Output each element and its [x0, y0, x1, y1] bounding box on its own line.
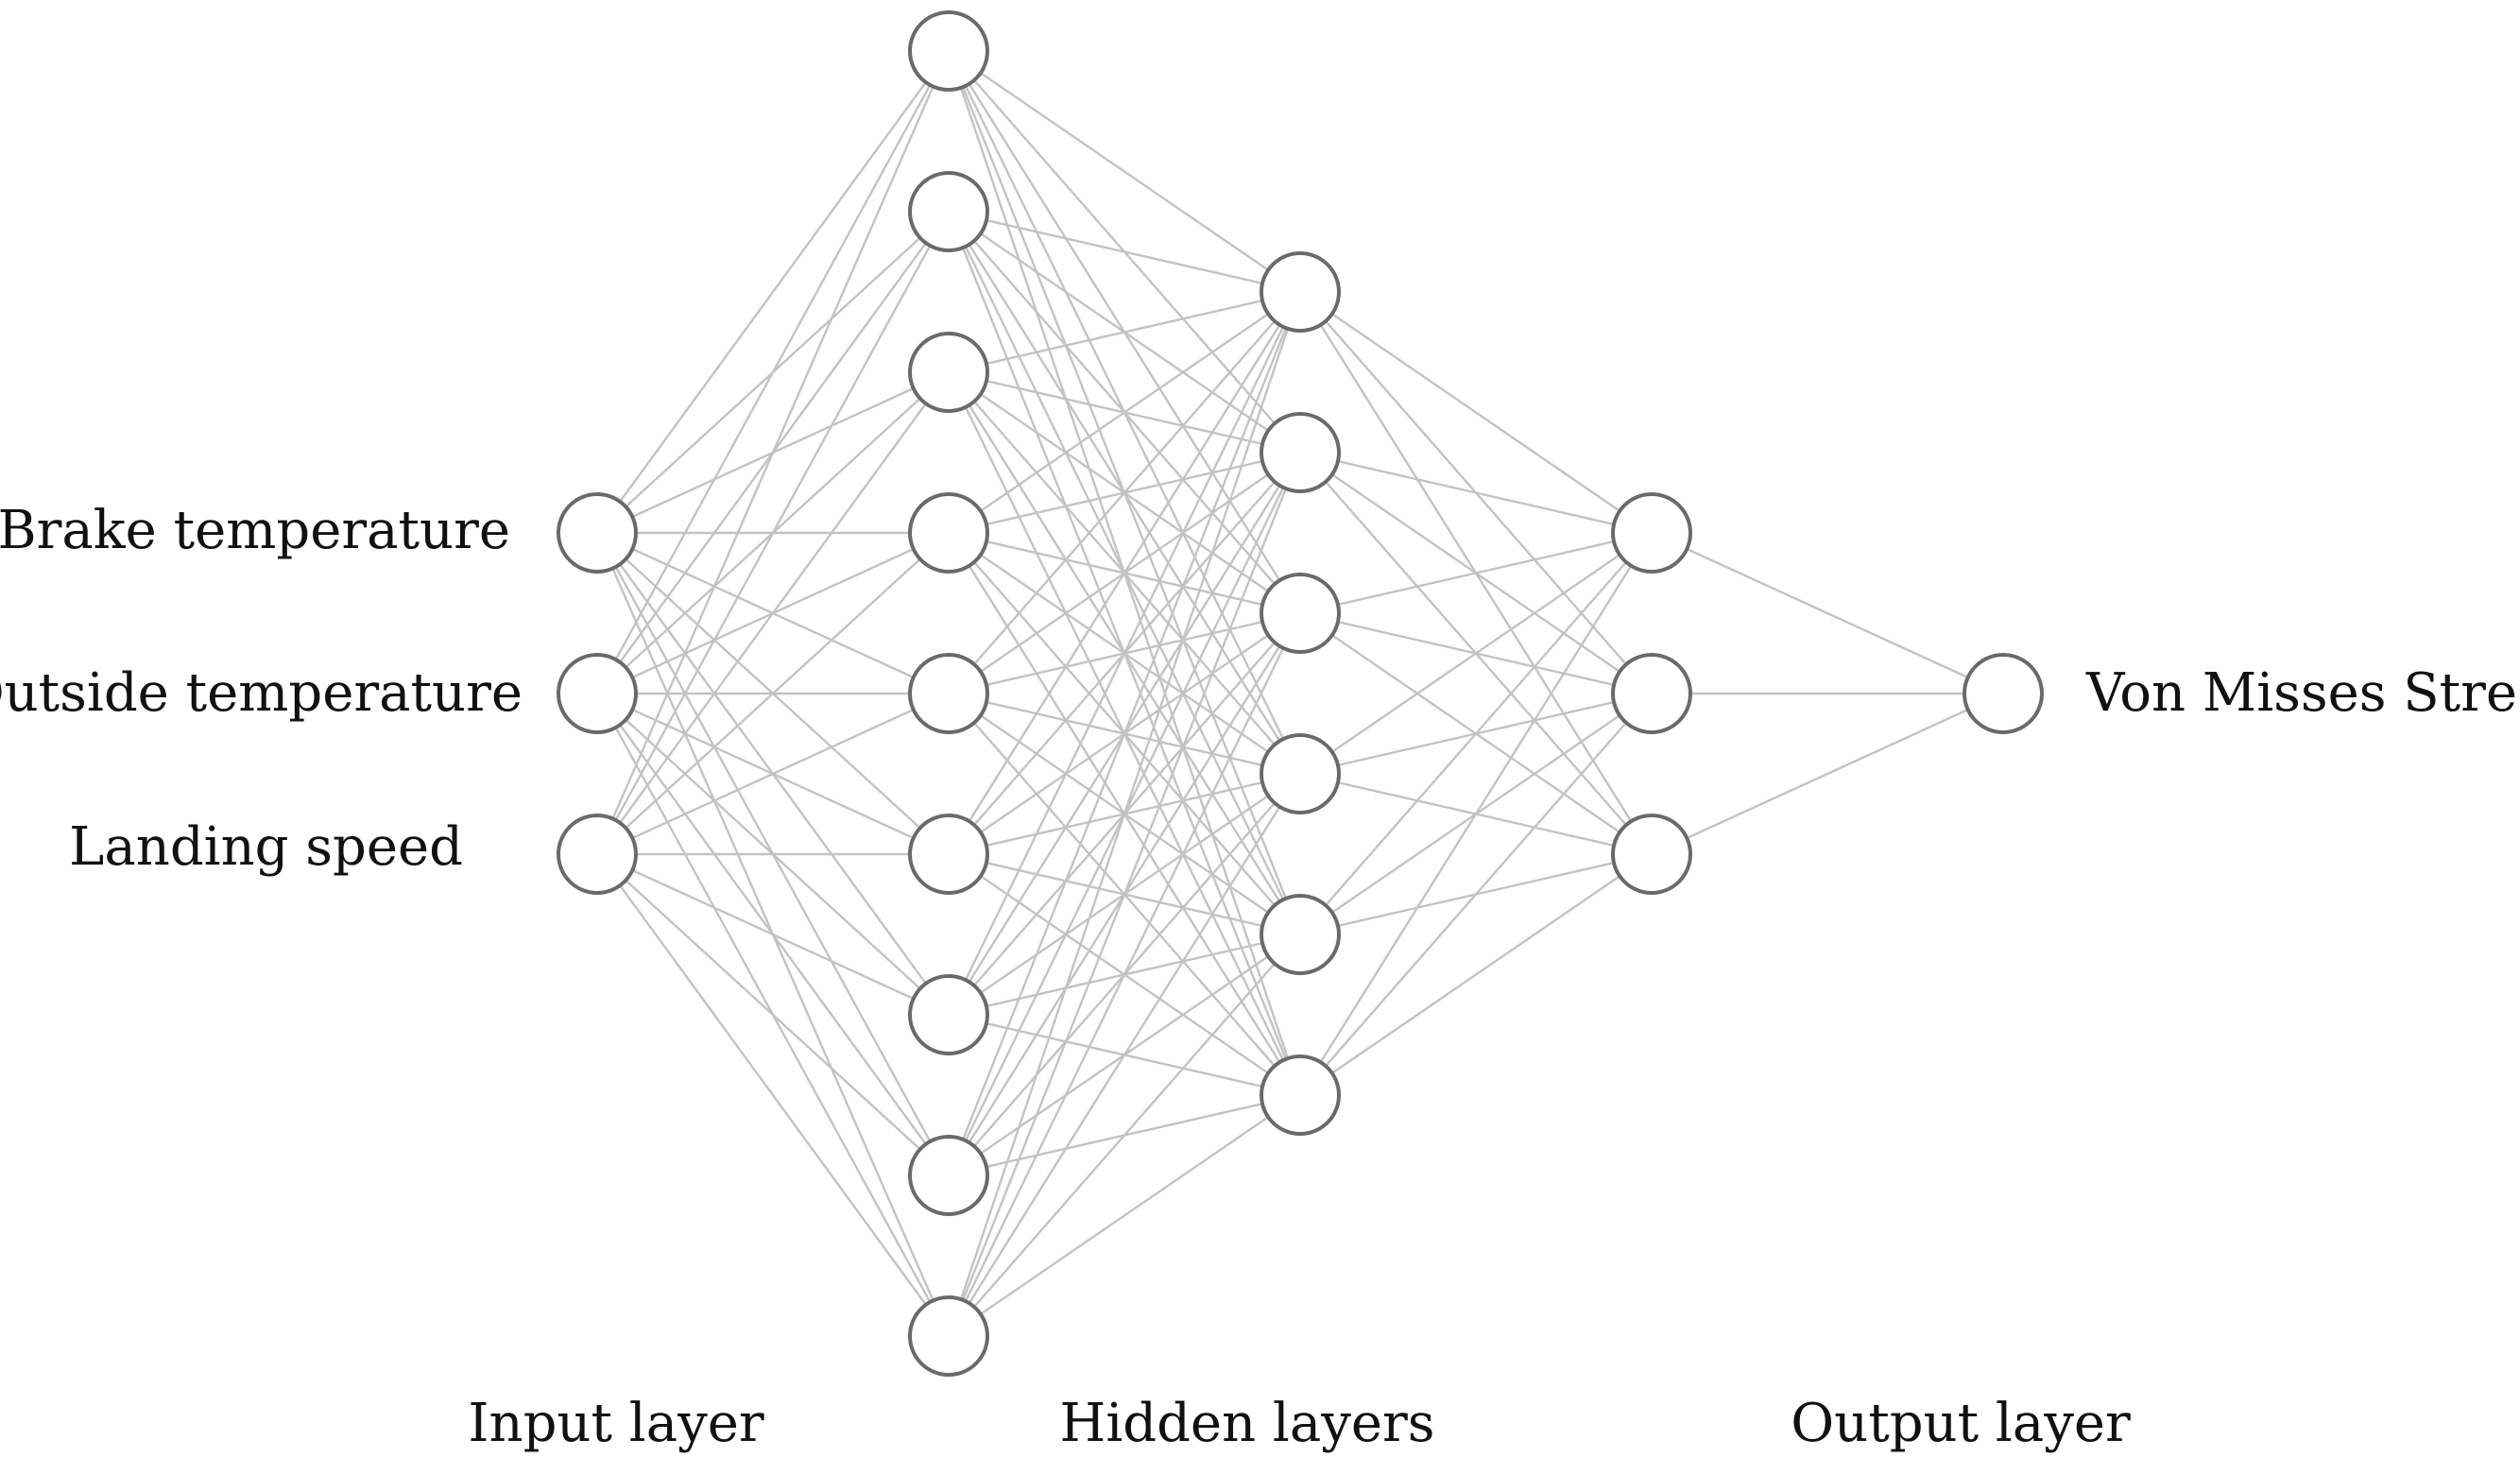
- hidden1-neuron-3: [908, 492, 989, 574]
- connection-hidden1-2-hidden2-0: [948, 290, 1301, 374]
- hidden3-neuron-1: [1611, 653, 1692, 734]
- input-label-outside-temperature: Outside temperature: [0, 662, 523, 724]
- connection-hidden1-5-hidden2-0: [947, 291, 1302, 855]
- input-neuron-1: [557, 653, 638, 734]
- hidden2-neuron-2: [1260, 573, 1341, 654]
- connection-hidden2-5-hidden3-1: [1299, 693, 1653, 1096]
- connection-input-2-hidden1-1: [595, 211, 951, 855]
- connection-hidden1-7-hidden2-0: [947, 291, 1302, 1176]
- connection-input-2-hidden1-4: [596, 692, 950, 856]
- input-label-landing-speed: Landing speed: [69, 816, 463, 878]
- hidden1-neuron-7: [908, 1135, 989, 1216]
- connection-hidden1-8-hidden2-3: [947, 773, 1302, 1337]
- connection-input-2-hidden1-2: [596, 371, 950, 855]
- hidden1-neuron-5: [908, 814, 989, 895]
- connection-hidden2-1-hidden3-0: [1299, 451, 1653, 535]
- connection-hidden1-4-hidden2-0: [948, 291, 1301, 694]
- hidden1-neuron-8: [908, 1295, 989, 1377]
- connection-hidden1-8-hidden2-1: [947, 452, 1302, 1337]
- connection-hidden2-4-hidden3-0: [1299, 532, 1653, 935]
- connection-input-2-hidden1-7: [596, 853, 950, 1176]
- hidden2-neuron-4: [1260, 894, 1341, 975]
- hidden1-neuron-6: [908, 974, 989, 1055]
- connection-input-2-hidden1-0: [595, 50, 951, 855]
- connection-input-0-hidden1-0: [596, 50, 950, 534]
- hidden2-neuron-1: [1260, 412, 1341, 493]
- connections: [595, 50, 2004, 1337]
- connection-hidden2-0-hidden3-0: [1299, 291, 1653, 534]
- input-neuron-2: [557, 814, 638, 895]
- connection-hidden1-8-hidden2-0: [947, 291, 1302, 1337]
- connection-input-2-hidden1-3: [596, 532, 950, 855]
- hidden3-neuron-2: [1611, 814, 1692, 895]
- connection-hidden1-8-hidden2-2: [947, 612, 1302, 1337]
- neurons: [557, 10, 2044, 1377]
- hidden2-neuron-0: [1260, 251, 1341, 333]
- input-neuron-0: [557, 492, 638, 574]
- hidden3-neuron-0: [1611, 492, 1692, 574]
- hidden1-neuron-0: [908, 10, 989, 92]
- hidden2-neuron-5: [1260, 1054, 1341, 1136]
- hidden1-neuron-1: [908, 171, 989, 252]
- connection-hidden2-2-hidden3-0: [1299, 531, 1653, 615]
- connection-hidden2-5-hidden3-2: [1299, 853, 1653, 1096]
- connection-hidden1-8-hidden2-5: [948, 1094, 1301, 1337]
- hidden1-neuron-4: [908, 653, 989, 734]
- caption-output-layer: Output layer: [1791, 1393, 2131, 1454]
- hidden2-neuron-3: [1260, 733, 1341, 814]
- connection-hidden3-2-output-0: [1651, 692, 2004, 856]
- connection-input-2-hidden1-8: [596, 853, 950, 1337]
- output-neuron-0: [1963, 653, 2044, 734]
- connection-hidden2-3-hidden3-0: [1299, 532, 1653, 775]
- connection-input-2-hidden1-6: [596, 852, 950, 1017]
- output-label-von-misses-stress: Von Misses Stress: [2085, 662, 2520, 724]
- input-label-brake-temperature: Brake temperature: [0, 500, 510, 561]
- connection-hidden1-6-hidden2-0: [947, 291, 1302, 1016]
- caption-hidden-layers: Hidden layers: [1059, 1393, 1434, 1454]
- caption-input-layer: Input layer: [468, 1393, 763, 1454]
- hidden1-neuron-2: [908, 332, 989, 413]
- connection-hidden1-1-hidden2-0: [948, 210, 1301, 294]
- connection-input-1-hidden1-0: [595, 50, 951, 694]
- connection-hidden1-3-hidden2-0: [948, 291, 1301, 534]
- connection-hidden1-8-hidden2-4: [948, 934, 1301, 1337]
- connection-hidden1-0-hidden2-0: [948, 50, 1301, 293]
- connection-hidden2-5-hidden3-0: [1298, 532, 1654, 1096]
- connection-hidden3-0-output-0: [1651, 531, 2004, 695]
